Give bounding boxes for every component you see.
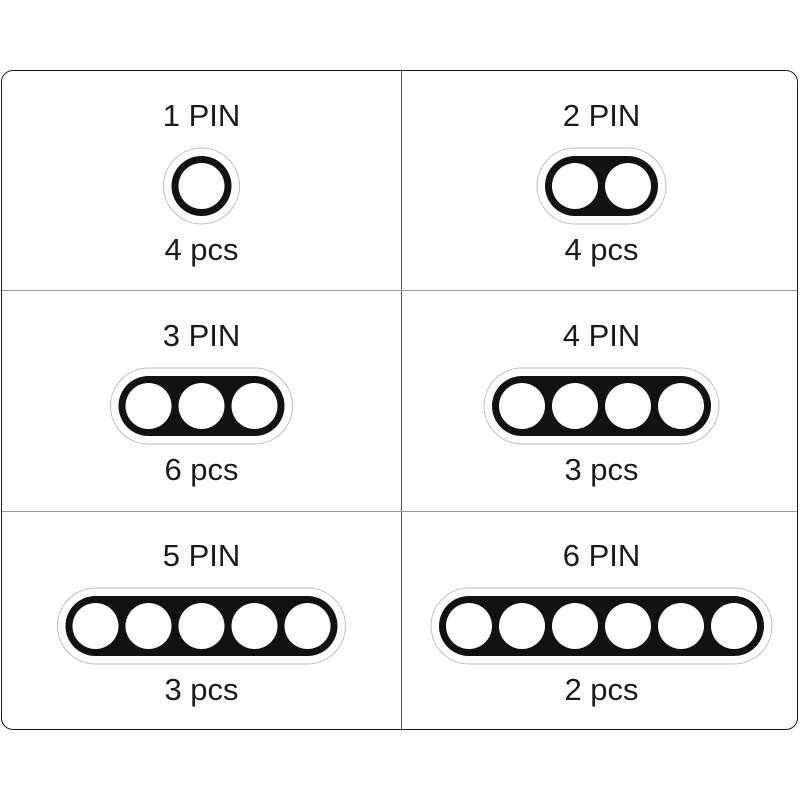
pin-hole xyxy=(72,603,119,649)
connector-outline-svg xyxy=(430,587,773,665)
pin-hole xyxy=(658,603,704,649)
connector-cell-1-pin: 1 PIN 4 pcs xyxy=(2,71,401,291)
connector-cell-2-pin: 2 PIN 4 pcs xyxy=(402,71,797,291)
connector-quantity: 2 pcs xyxy=(564,672,639,707)
pin-hole xyxy=(231,603,278,649)
connector-body xyxy=(492,376,711,436)
connector-3-pin-icon xyxy=(2,366,401,446)
connector-2-pin-icon xyxy=(402,146,797,226)
connector-quantity: 4 pcs xyxy=(164,232,239,267)
connector-cell-6-pin: 6 PIN 2 pcs xyxy=(402,511,797,729)
connector-6-pin-icon xyxy=(402,586,797,666)
connector-4-pin-icon xyxy=(402,366,797,446)
connector-outline-svg xyxy=(57,587,346,665)
pin-hole xyxy=(552,383,598,429)
connector-title: 1 PIN xyxy=(162,98,241,133)
connector-quantity: 3 pcs xyxy=(164,672,239,707)
connector-title: 5 PIN xyxy=(162,538,241,573)
pin-hole xyxy=(552,163,598,209)
connector-outline-svg xyxy=(483,367,720,445)
pin-hole xyxy=(125,383,172,429)
row-divider xyxy=(2,511,797,512)
pin-hole xyxy=(284,603,331,649)
connector-quantity: 6 pcs xyxy=(164,452,239,487)
pin-hole xyxy=(552,603,598,649)
connector-cell-5-pin: 5 PIN 3 pcs xyxy=(2,511,401,729)
connector-cell-3-pin: 3 PIN 6 pcs xyxy=(2,291,401,511)
connector-title: 2 PIN xyxy=(562,98,641,133)
pin-hole xyxy=(711,603,757,649)
connector-1-pin-icon xyxy=(2,146,401,226)
pin-hole xyxy=(605,603,651,649)
connector-quantity: 3 pcs xyxy=(564,452,639,487)
row-divider xyxy=(2,290,797,291)
connector-title: 4 PIN xyxy=(562,318,641,353)
connector-outline-svg xyxy=(536,147,667,225)
pin-hole xyxy=(178,383,225,429)
pin-hole xyxy=(658,383,704,429)
connector-quantity: 4 pcs xyxy=(564,232,639,267)
connector-outline-svg xyxy=(110,367,293,445)
column-divider xyxy=(401,71,402,729)
pin-hole xyxy=(446,603,492,649)
pin-hole xyxy=(499,383,545,429)
connector-grid-panel: 1 PIN 4 pcs 2 PIN 4 pcs 3 PIN 6 pcs 4 PI… xyxy=(1,70,798,730)
connector-5-pin-icon xyxy=(2,586,401,666)
connector-title: 3 PIN xyxy=(162,318,241,353)
pin-hole xyxy=(605,383,651,429)
pin-hole xyxy=(178,603,225,649)
pin-hole xyxy=(499,603,545,649)
pin-hole xyxy=(178,163,225,209)
connector-cell-4-pin: 4 PIN 3 pcs xyxy=(402,291,797,511)
connector-title: 6 PIN xyxy=(562,538,641,573)
pin-hole xyxy=(125,603,172,649)
connector-outline-svg xyxy=(163,147,240,225)
pin-hole xyxy=(231,383,278,429)
pin-hole xyxy=(605,163,651,209)
